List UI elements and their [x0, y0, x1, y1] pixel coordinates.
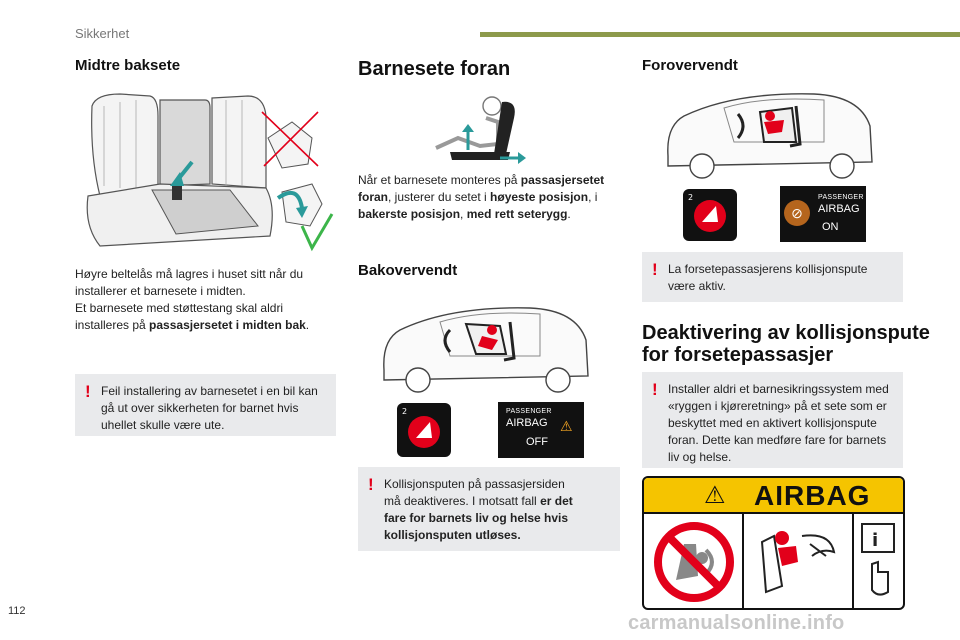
warning-text: fare for barnets liv og helse hvis: [384, 511, 569, 525]
col1-para-line: Høyre beltelås må lagres i huset sitt nå…: [75, 267, 304, 281]
warning-text: «ryggen i kjøreretning» på et sete som e…: [668, 399, 887, 413]
warning-text: kollisjonsputen utløses.: [384, 528, 521, 542]
airbag-sign-text: AIRBAG: [754, 480, 871, 511]
svg-text:i: i: [872, 530, 878, 551]
col2-para-line: bakerste posisjon, med rett seterygg.: [358, 207, 571, 221]
airbag-on-label: ⊘ PASSENGER AIRBAG ON: [780, 186, 866, 242]
warning-text: beskyttet med en aktivert kollisjonspute: [668, 416, 877, 430]
prohibited-rear-facing-icon: [652, 520, 736, 604]
warning-text: må deaktiveres. I motsatt fall er det: [384, 494, 573, 508]
warning-text: Feil installering av barnesetet i en bil…: [101, 384, 318, 398]
col1-title: Midtre baksete: [75, 57, 181, 74]
section-label: Sikkerhet: [75, 26, 130, 41]
warning-icon: !: [368, 475, 374, 494]
airbag-label-line: PASSENGER: [506, 408, 552, 415]
seat-adjust-illustration: [428, 94, 528, 168]
svg-text:2: 2: [402, 407, 407, 416]
airbag-on-icon: ⊘: [784, 200, 810, 226]
col3-warning-box: ! Installer aldri et barnesikringssystem…: [642, 372, 903, 468]
col2-para-line: foran, justerer du setet i høyeste posis…: [358, 190, 598, 204]
warning-icon: !: [652, 260, 658, 279]
warning-text: liv og helse.: [668, 450, 732, 464]
page-number: 112: [8, 605, 26, 617]
rear-facing-car-illustration: [380, 300, 592, 396]
airbag-label-line: PASSENGER: [818, 194, 864, 201]
col1-paragraph: Høyre beltelås må lagres i huset sitt nå…: [75, 266, 345, 334]
airbag-label-line: AIRBAG: [506, 417, 548, 429]
child-seat-warning-label: 2: [396, 402, 452, 458]
col2-title: Barnesete foran: [358, 58, 511, 80]
col1-warning-box: ! Feil installering av barnesetet i en b…: [75, 374, 336, 436]
col3-heading: Deaktivering av kollisjonspute for forse…: [642, 322, 930, 366]
col1-para-line: installerer et barnesete i midten.: [75, 284, 246, 298]
col2-subtitle: Bakovervendt: [358, 262, 458, 279]
warning-icon: !: [652, 380, 658, 399]
col1-para-line: installeres på passasjersetet i midten b…: [75, 318, 310, 332]
warning-icon: !: [85, 382, 91, 401]
note-text: være aktiv.: [668, 279, 726, 293]
rear-seat-illustration: [80, 86, 340, 256]
warning-text: Kollisjonsputen på passasjersiden: [384, 477, 565, 491]
heading-line: for forsetepassasjer: [642, 344, 834, 366]
svg-text:2: 2: [688, 193, 693, 202]
warning-text: uhellet skulle være ute.: [101, 418, 225, 432]
col2-warning-box: ! Kollisjonsputen på passasjersiden må d…: [358, 467, 620, 551]
col3-title: Forovervendt: [642, 57, 738, 74]
airbag-warning-sign: ⚠ AIRBAG i: [642, 476, 905, 610]
child-seat-warning-label-front: 2: [682, 188, 738, 242]
airbag-off-label: PASSENGER AIRBAG OFF ⚠: [498, 402, 584, 458]
airbag-state: OFF: [526, 436, 548, 448]
child-airbag-icon: [752, 522, 846, 602]
airbag-off-icon: ⚠: [560, 418, 573, 434]
airbag-label-line: AIRBAG: [818, 203, 860, 215]
watermark: carmanualsonline.info: [628, 612, 845, 634]
airbag-sign-header: [644, 478, 903, 512]
warning-text: gå ut over sikkerheten for barnet hvis: [101, 401, 299, 415]
col3-note-box: ! La forsetepassasjerens kollisjonspute …: [642, 252, 903, 302]
manual-reference-icon: i: [858, 520, 898, 604]
col1-para-line: Et barnesete med støttestang skal aldri: [75, 301, 284, 315]
section-accent-bar: [480, 32, 960, 37]
col2-para-line: Når et barnesete monteres på passasjerse…: [358, 173, 605, 187]
warning-text: Installer aldri et barnesikringssystem m…: [668, 382, 889, 396]
note-text: La forsetepassasjerens kollisjonspute: [668, 262, 868, 276]
warning-text: foran. Dette kan medføre fare for barnet…: [668, 433, 887, 447]
warning-triangle-icon: ⚠: [704, 482, 726, 509]
airbag-state: ON: [822, 221, 839, 233]
forward-facing-car-illustration: [664, 86, 876, 182]
col2-paragraph: Når et barnesete monteres på passasjerse…: [358, 172, 620, 223]
heading-line: Deaktivering av kollisjonspute: [642, 322, 930, 344]
